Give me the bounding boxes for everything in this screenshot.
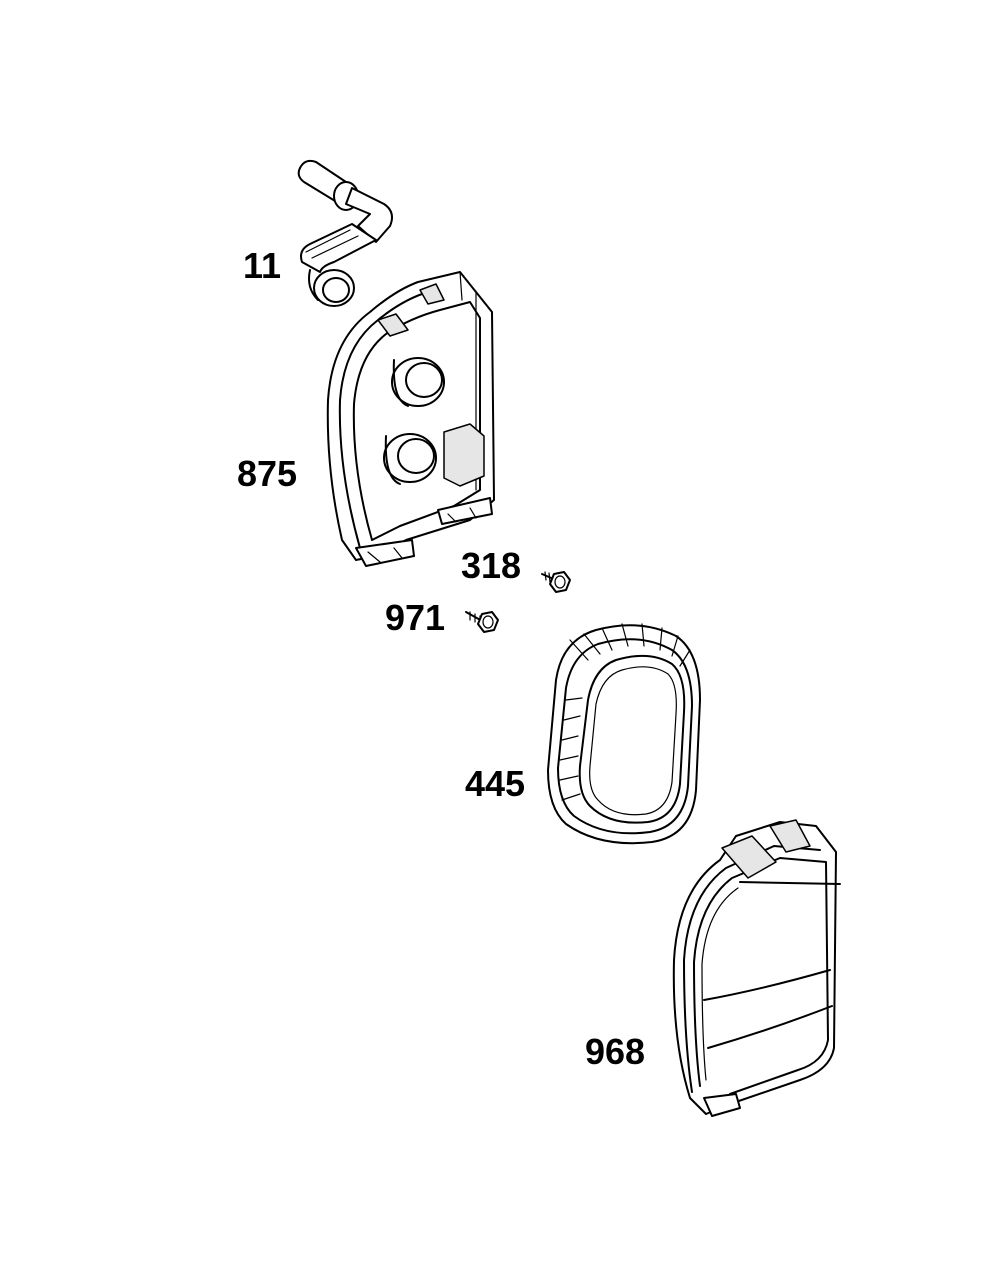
screw-318-drawing [541,571,571,593]
screw-971-drawing [465,611,499,633]
part-label-318: 318 [461,545,522,586]
part-label-971: 971 [385,597,446,638]
air-cleaner-cover-drawing [672,819,841,1117]
air-cleaner-base-drawing [326,271,495,567]
breather-tube-drawing [297,159,393,307]
part-label-968: 968 [585,1031,646,1072]
part-label-11: 11 [243,245,282,286]
part-label-875: 875 [237,453,298,494]
air-filter-cartridge-drawing [547,623,701,845]
part-label-445: 445 [465,763,526,804]
